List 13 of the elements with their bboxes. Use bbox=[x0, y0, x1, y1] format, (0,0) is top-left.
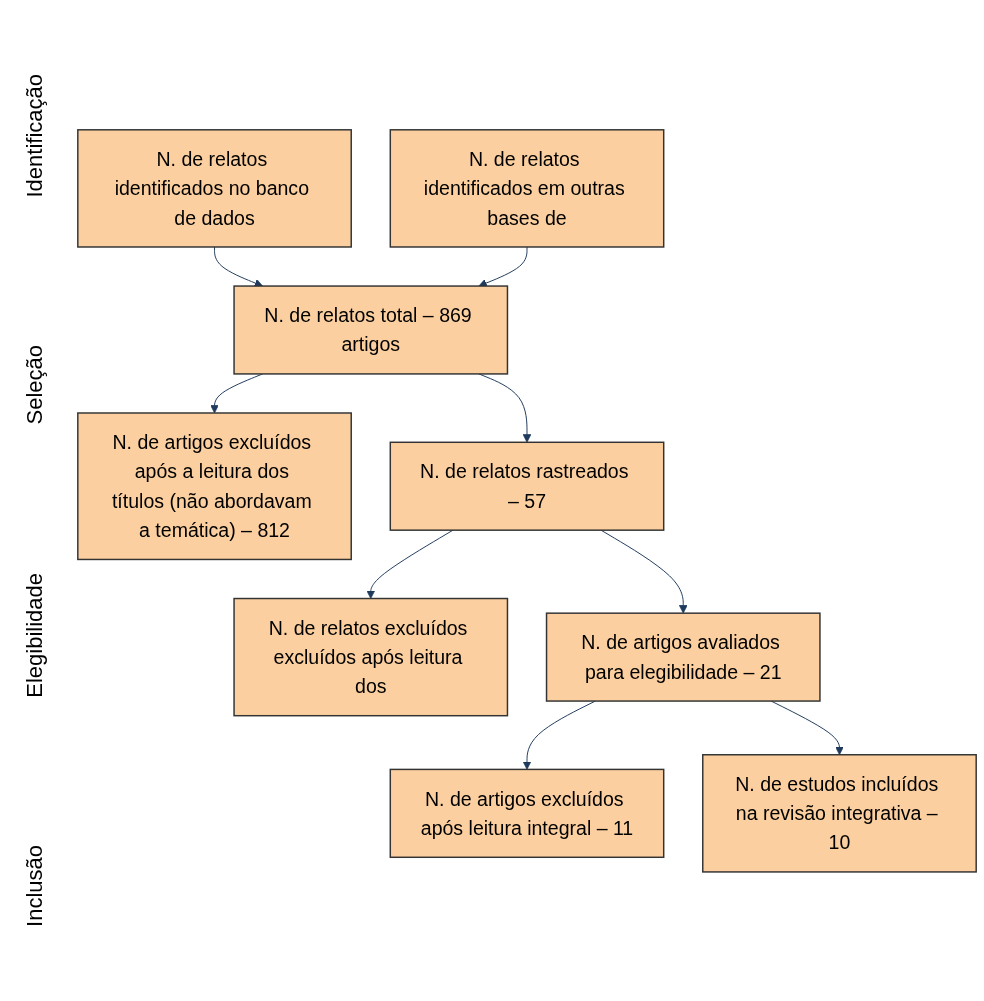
node-box: N. de artigos excluídos após leitura integral – 11 bbox=[389, 768, 665, 858]
stage-label: Identificação bbox=[22, 73, 48, 198]
node-box: N. de relatos rastreados – 57 bbox=[389, 441, 665, 531]
stage-label: Seleção bbox=[22, 345, 48, 425]
node-box: N. de relatos excluídos excluídos após leitura dos bbox=[233, 597, 509, 717]
node-box: N. de estudos incluídos na revisão integrativa – 10 bbox=[702, 753, 977, 873]
node-box: N. de relatos identificados no banco de dados bbox=[77, 128, 352, 248]
node-box: N. de artigos excluídos após a leitura dos títulos (não abordavam a temática) – 812 bbox=[77, 411, 352, 560]
stage-label: Elegibilidade bbox=[22, 572, 48, 698]
node-box: N. de artigos avaliados para elegibilidade – 21 bbox=[545, 612, 821, 702]
node-box: N. de relatos total – 869 artigos bbox=[233, 284, 509, 375]
node-box: N. de relatos identificados em outras bases de bbox=[389, 128, 665, 248]
stage-label: Inclusão bbox=[22, 845, 48, 928]
